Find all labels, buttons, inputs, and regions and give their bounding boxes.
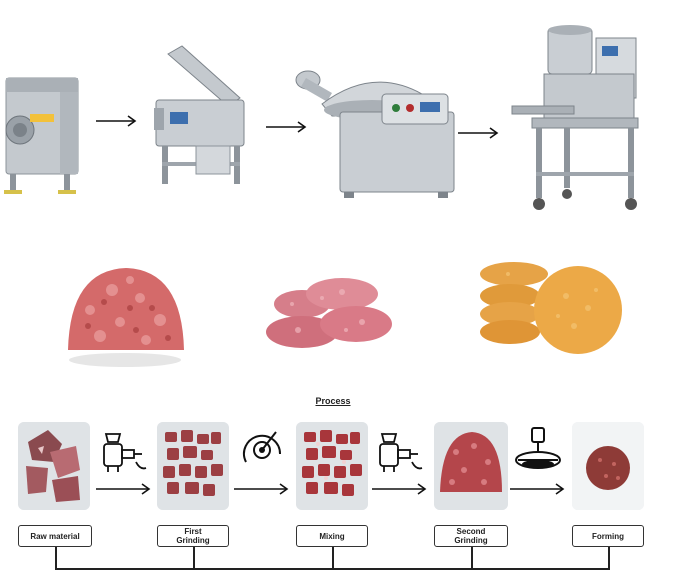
- grinder-icon: [103, 433, 147, 472]
- connector-line: [55, 547, 57, 569]
- raw-material-photo: [18, 422, 90, 510]
- connector-line: [332, 547, 334, 569]
- mixing-photo: [296, 422, 368, 510]
- step-label-raw-material: Raw material: [18, 525, 92, 547]
- arrow-right-icon: [372, 483, 427, 495]
- vacuum-mixer-machine-image: [154, 45, 245, 184]
- step-label-first-grinding: First Grinding: [157, 525, 229, 547]
- arrow-right-icon: [510, 483, 565, 495]
- raw-patties-image: [266, 278, 392, 348]
- forming-photo: [572, 422, 644, 510]
- arrow-right-icon: [266, 121, 307, 133]
- second-grinding-photo: [434, 422, 508, 510]
- arrow-right-icon: [96, 115, 137, 127]
- process-title: Process: [315, 396, 351, 406]
- arrow-right-icon: [96, 483, 151, 495]
- first-grinding-photo: [157, 422, 229, 510]
- connector-line: [193, 547, 195, 569]
- bowl-cutter-machine-image: [295, 70, 455, 198]
- connector-line: [471, 547, 473, 569]
- step-label-forming: Forming: [572, 525, 644, 547]
- press-icon: [515, 427, 561, 469]
- mixer-bowl-icon: [243, 431, 282, 463]
- patty-forming-machine-image: [511, 25, 639, 210]
- arrow-right-icon: [458, 127, 499, 139]
- step-label-mixing: Mixing: [296, 525, 368, 547]
- arrow-right-icon: [234, 483, 289, 495]
- meat-grinder-machine-image: [4, 77, 79, 194]
- ground-meat-image: [68, 268, 184, 367]
- connector-baseline: [55, 568, 610, 570]
- connector-line: [608, 547, 610, 569]
- grinder-icon: [379, 433, 423, 472]
- step-label-second-grinding: Second Grinding: [434, 525, 508, 547]
- breaded-patties-image: [480, 262, 622, 354]
